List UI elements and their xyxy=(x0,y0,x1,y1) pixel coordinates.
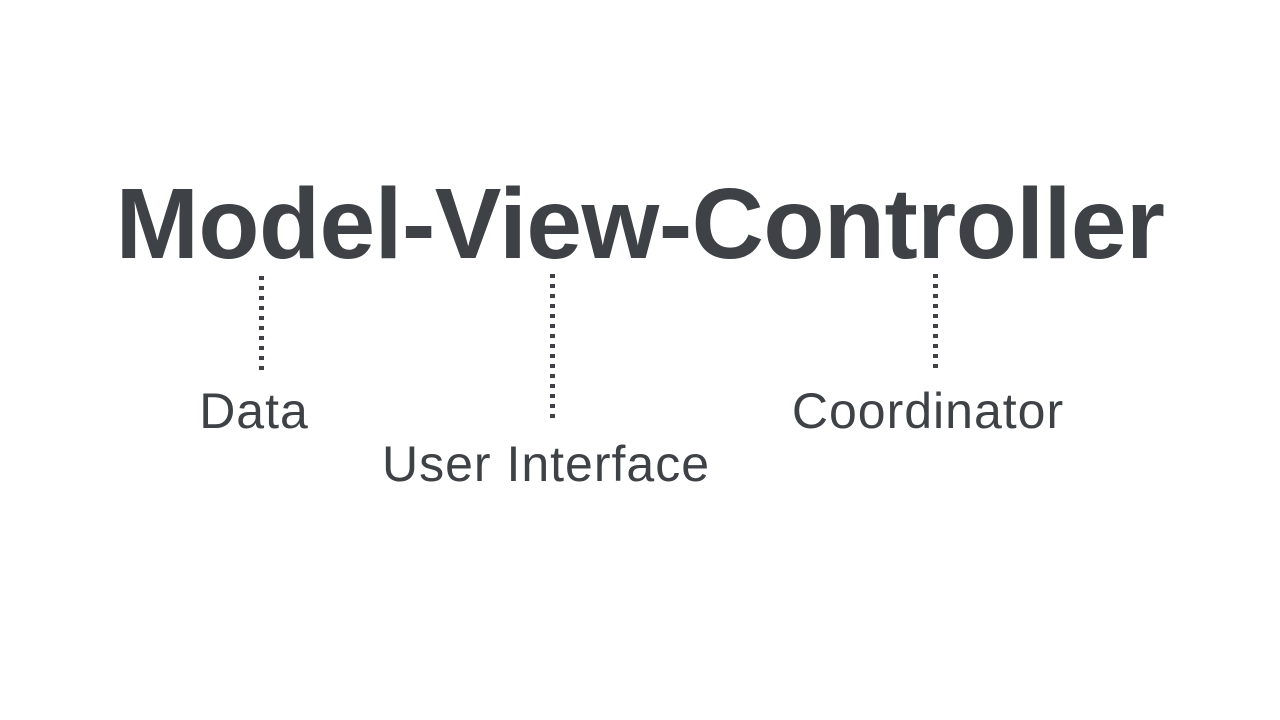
dotted-connector-model xyxy=(259,276,264,370)
page-title: Model-View-Controller xyxy=(115,168,1165,280)
annotation-label-data: Data xyxy=(199,383,309,439)
dotted-connector-controller xyxy=(933,274,938,370)
annotation-label-user-interface: User Interface xyxy=(381,436,711,492)
dotted-connector-view xyxy=(550,274,555,420)
annotation-label-coordinator: Coordinator xyxy=(791,383,1065,439)
